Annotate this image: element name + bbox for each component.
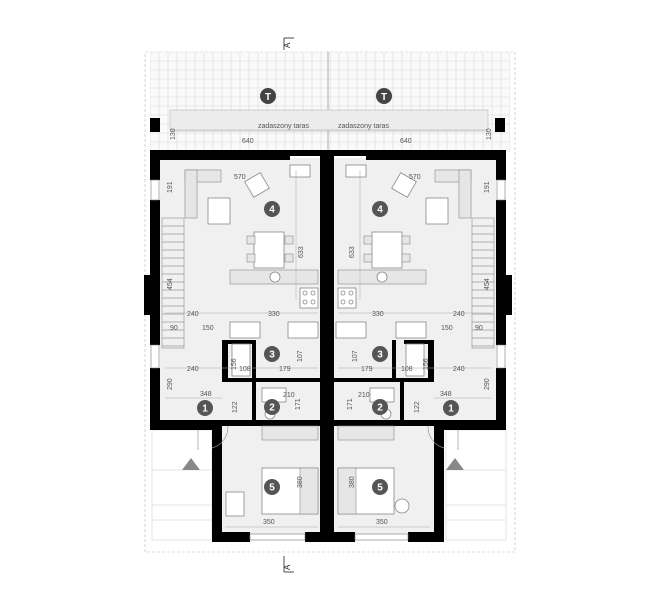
living-furniture-left bbox=[184, 164, 319, 309]
dim-150-left: 150 bbox=[202, 325, 214, 332]
dim-bed-350-right: 350 bbox=[376, 519, 388, 526]
terrace-marker-right: T bbox=[376, 88, 392, 104]
dim-330-left: 330 bbox=[268, 311, 280, 318]
terrace-marker-right-label: T bbox=[381, 92, 387, 103]
room-number: 5 bbox=[377, 483, 383, 494]
room-number: 1 bbox=[202, 404, 208, 415]
dim-stair-run-left: 454 bbox=[167, 278, 174, 290]
entrance-arrow-right bbox=[446, 458, 464, 470]
room-number: 3 bbox=[377, 350, 383, 361]
dim-living-depth-left: 633 bbox=[298, 246, 305, 258]
section-marker-bottom: A bbox=[283, 564, 292, 570]
dim-terrace-width-right: 640 bbox=[400, 138, 412, 145]
terrace-marker-left-label: T bbox=[265, 92, 271, 103]
dim-210-left: 210 bbox=[283, 392, 295, 399]
staircase-left bbox=[161, 217, 185, 349]
room-marker-1: 1 bbox=[443, 400, 459, 416]
dim-290-left: 290 bbox=[167, 378, 174, 390]
dim-bed-380-left: 380 bbox=[297, 476, 304, 488]
dim-stair-run-right: 454 bbox=[484, 278, 491, 290]
room-number: 2 bbox=[269, 403, 275, 414]
room-marker-1: 1 bbox=[197, 400, 213, 416]
dim-122-left: 122 bbox=[232, 401, 239, 413]
room-number: 1 bbox=[448, 404, 454, 415]
dim-348-right: 348 bbox=[440, 391, 452, 398]
dim-179-left: 179 bbox=[279, 366, 291, 373]
room-number: 4 bbox=[269, 205, 275, 216]
dim-171-right: 171 bbox=[347, 398, 354, 410]
room-number: 5 bbox=[269, 483, 275, 494]
dim-bed-350-left: 350 bbox=[263, 519, 275, 526]
dim-bed-380-right: 380 bbox=[349, 476, 356, 488]
living-furniture-right bbox=[337, 164, 472, 309]
dim-240a-left: 240 bbox=[187, 311, 199, 318]
dim-171-left: 171 bbox=[295, 398, 302, 410]
staircase-right bbox=[471, 217, 495, 349]
dim-108-right: 108 bbox=[401, 366, 413, 373]
dim-stair-width-right: 191 bbox=[484, 181, 491, 193]
terrace-label-right: zadaszony taras bbox=[338, 123, 389, 130]
entrance-arrow-left bbox=[182, 458, 200, 470]
room-number: 2 bbox=[377, 403, 383, 414]
section-line-bottom: A bbox=[283, 556, 294, 573]
dim-terrace-depth-right: 130 bbox=[486, 128, 493, 140]
dim-107-left: 107 bbox=[297, 350, 304, 362]
dim-90-left: 90 bbox=[170, 325, 178, 332]
dim-240a-right: 240 bbox=[453, 311, 465, 318]
dim-348-left: 348 bbox=[200, 391, 212, 398]
doors bbox=[197, 425, 459, 450]
dim-240b-left: 240 bbox=[187, 366, 199, 373]
room-marker-4: 4 bbox=[372, 201, 388, 217]
room-marker-3: 3 bbox=[372, 346, 388, 362]
room-marker-3: 3 bbox=[264, 346, 280, 362]
room-marker-2: 2 bbox=[372, 399, 388, 415]
section-marker-top: A bbox=[283, 42, 292, 48]
dim-90-right: 90 bbox=[475, 325, 483, 332]
dim-330-right: 330 bbox=[372, 311, 384, 318]
room-marker-4: 4 bbox=[264, 201, 280, 217]
terrace-paving bbox=[150, 52, 510, 152]
terrace-label-left: zadaszony taras bbox=[258, 123, 309, 130]
room-number: 4 bbox=[377, 205, 383, 216]
dim-240b-right: 240 bbox=[453, 366, 465, 373]
dim-108-left: 108 bbox=[239, 366, 251, 373]
dim-terrace-depth-left: 130 bbox=[170, 128, 177, 140]
room-marker-5: 5 bbox=[264, 479, 280, 495]
dim-living-depth-right: 633 bbox=[349, 246, 356, 258]
dim-stair-width-left: 191 bbox=[167, 181, 174, 193]
dim-179-right: 179 bbox=[361, 366, 373, 373]
room-marker-5: 5 bbox=[372, 479, 388, 495]
dimension-lines bbox=[165, 170, 492, 528]
inner-walls bbox=[222, 340, 434, 426]
dim-living-width-left: 570 bbox=[234, 174, 246, 181]
room-marker-2: 2 bbox=[264, 399, 280, 415]
dim-living-width-right: 570 bbox=[409, 174, 421, 181]
room-number: 3 bbox=[269, 350, 275, 361]
windows bbox=[150, 179, 506, 541]
terrace-marker-left: T bbox=[260, 88, 276, 104]
dim-210-right: 210 bbox=[358, 392, 370, 399]
dim-156-left: 156 bbox=[231, 358, 238, 370]
outer-walls bbox=[144, 150, 512, 542]
section-line-top: A bbox=[283, 37, 294, 50]
dim-terrace-width-left: 640 bbox=[242, 138, 254, 145]
dim-107-right: 107 bbox=[352, 350, 359, 362]
dim-150-right: 150 bbox=[441, 325, 453, 332]
dim-156-right: 156 bbox=[423, 358, 430, 370]
bedroom-furniture-left bbox=[225, 425, 319, 517]
dim-122-right: 122 bbox=[414, 401, 421, 413]
covered-terrace-band bbox=[169, 109, 489, 131]
dim-290-right: 290 bbox=[484, 378, 491, 390]
